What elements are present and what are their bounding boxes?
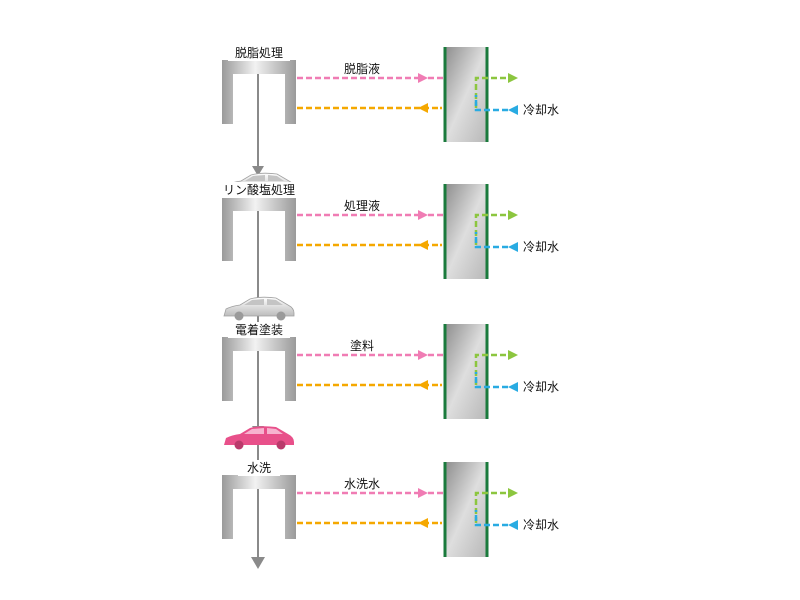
tank xyxy=(222,60,296,124)
process-label: 電着塗装 xyxy=(235,322,283,337)
supply-arrowhead xyxy=(418,210,428,220)
tank xyxy=(222,337,296,401)
coolant-label: 冷却水 xyxy=(523,240,559,254)
supply-arrowhead xyxy=(418,73,428,83)
car-wheel xyxy=(234,440,244,450)
coolant-out-arrowhead xyxy=(508,488,518,498)
liquid-label: 水洗水 xyxy=(344,477,380,491)
coolant-in-arrowhead xyxy=(508,105,518,115)
coolant-label: 冷却水 xyxy=(523,103,559,117)
conveyor-end-arrow xyxy=(251,557,265,569)
coolant-in-line xyxy=(474,232,508,249)
coolant-out-line xyxy=(474,353,508,385)
stage-degreasing: 脱脂処理 脱脂液 冷却水 xyxy=(222,45,559,142)
coolant-in-arrowhead xyxy=(508,382,518,392)
process-label: リン酸塩処理 xyxy=(223,182,295,197)
coolant-in-line xyxy=(474,372,508,389)
stage-electrodeposition: 電着塗装 塗料 冷却水 xyxy=(222,322,559,419)
return-arrowhead xyxy=(418,518,428,528)
liquid-label: 脱脂液 xyxy=(344,61,380,76)
car-wheel xyxy=(234,311,244,321)
process-label-bg xyxy=(228,322,290,338)
coolant-in-arrowhead xyxy=(508,520,518,530)
coolant-in-arrowhead xyxy=(508,242,518,252)
car-windows xyxy=(245,175,284,181)
process-label-bg xyxy=(228,45,290,61)
return-arrowhead xyxy=(418,240,428,250)
tank xyxy=(222,197,296,261)
coolant-in-line xyxy=(474,510,508,527)
car-wheel xyxy=(276,440,286,450)
coolant-label: 冷却水 xyxy=(523,518,559,532)
coolant-out-arrowhead xyxy=(508,210,518,220)
coolant-label: 冷却水 xyxy=(523,380,559,394)
heat-exchanger xyxy=(445,47,487,142)
return-arrowhead xyxy=(418,103,428,113)
tank xyxy=(222,475,296,539)
car-wheel xyxy=(276,311,286,321)
car-windows xyxy=(244,428,283,434)
return-arrowhead xyxy=(418,380,428,390)
coolant-out-line xyxy=(474,213,508,245)
conveyor-arrow-1 xyxy=(252,166,264,176)
liquid-label: 処理液 xyxy=(344,198,380,213)
coolant-out-arrowhead xyxy=(508,73,518,83)
car-pink xyxy=(224,426,294,450)
coolant-out-line xyxy=(474,76,508,108)
coolant-in-line xyxy=(474,95,508,112)
process-label: 水洗 xyxy=(247,461,271,475)
heat-exchanger xyxy=(445,324,487,419)
car-gray xyxy=(223,296,295,321)
process-label-bg xyxy=(238,460,280,476)
liquid-label: 塗料 xyxy=(350,338,374,353)
coolant-out-arrowhead xyxy=(508,350,518,360)
heat-exchanger xyxy=(445,462,487,557)
car-windows xyxy=(244,299,283,305)
process-label-bg xyxy=(214,182,304,198)
supply-arrowhead xyxy=(418,488,428,498)
process-label: 脱脂処理 xyxy=(235,45,283,60)
heat-exchanger xyxy=(445,184,487,279)
stage-rinse: 水洗 水洗水 冷却水 xyxy=(222,460,559,557)
supply-arrowhead xyxy=(418,350,428,360)
stage-phosphate: リン酸塩処理 処理液 冷却水 xyxy=(214,182,559,279)
coolant-out-line xyxy=(474,491,508,523)
